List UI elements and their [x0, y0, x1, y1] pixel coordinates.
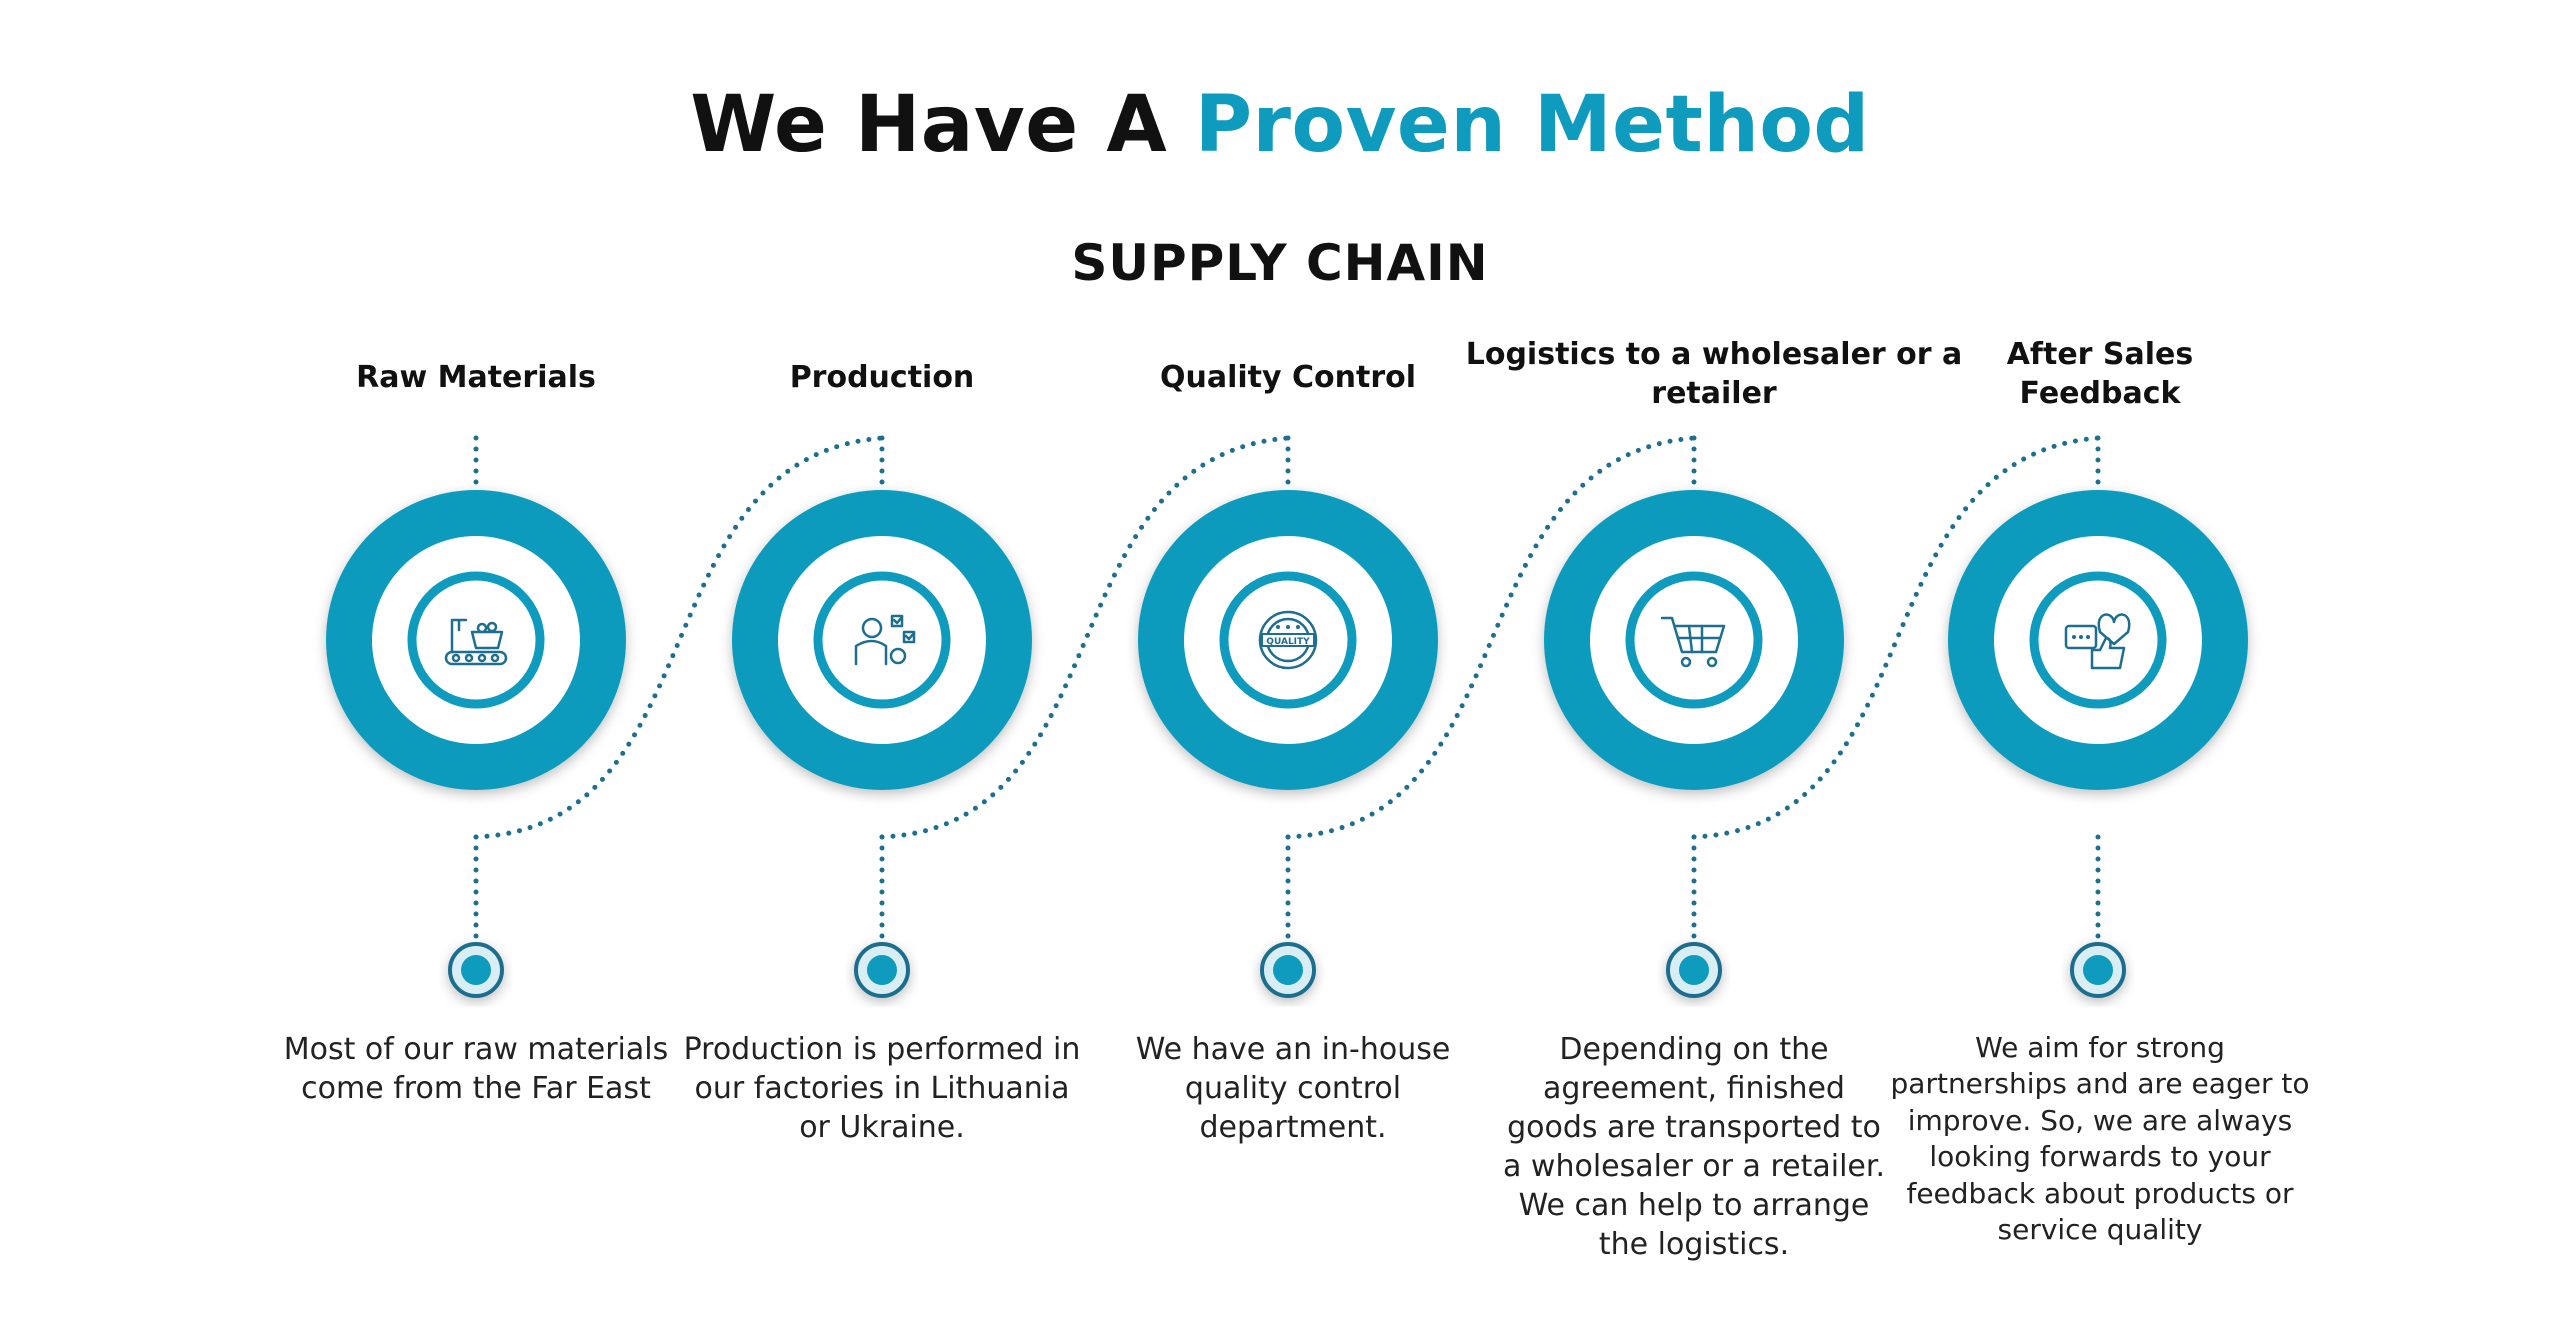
step-node-quality-control	[1260, 942, 1316, 998]
page-title-main: We Have A	[690, 80, 1195, 170]
connector-curve-2	[879, 435, 1291, 840]
step-node-production	[854, 942, 910, 998]
step-description-production: Production is performed in our factories…	[683, 1032, 1081, 1145]
step-node-logistics	[1666, 942, 1722, 998]
step-circle-after-sales	[1948, 490, 2248, 790]
svg-text:QUALITY: QUALITY	[1266, 637, 1310, 647]
step-title-quality-control: Quality Control	[1159, 360, 1417, 395]
step-circle-logistics	[1544, 490, 1844, 790]
step-title-after-sales: After Sales Feedback	[2006, 337, 2194, 411]
shopping-cart-icon	[1660, 616, 1726, 668]
connector-curve-1	[473, 435, 885, 840]
factory-worker-checklist-icon	[854, 614, 916, 666]
quality-badge-icon: QUALITY	[1258, 610, 1318, 670]
step-node-after-sales	[2070, 942, 2126, 998]
page-title-accent: Proven Method	[1194, 80, 1870, 170]
connector-curve-3	[1285, 435, 1697, 840]
step-circle-quality-control: QUALITY	[1138, 490, 1438, 790]
page-title: We Have A Proven Method	[0, 86, 2560, 164]
conveyor-belt-raw-materials-icon	[444, 618, 508, 666]
step-icon-ring-raw-materials	[407, 571, 545, 709]
step-description-raw-materials: Most of our raw materials come from the …	[283, 1032, 669, 1106]
feedback-chat-thumbs-up-icon	[2064, 613, 2131, 670]
step-title-raw-materials: Raw Materials	[356, 360, 596, 395]
step-circles: QUALITY	[326, 490, 2248, 998]
step-description-quality-control: We have an in-house quality control depa…	[1135, 1032, 1451, 1145]
step-circle-raw-materials	[326, 490, 626, 790]
step-node-raw-materials	[448, 942, 504, 998]
dotted-connectors	[473, 435, 2101, 943]
step-circle-production	[732, 490, 1032, 790]
step-title-production: Production	[789, 360, 975, 395]
step-description-after-sales: We aim for strong partnerships and are e…	[1890, 1031, 2310, 1246]
step-title-logistics: Logistics to a wholesaler or a retailer	[1465, 337, 1963, 411]
step-icon-ring-production	[813, 571, 951, 709]
step-icon-ring-logistics	[1625, 571, 1763, 709]
section-title: SUPPLY CHAIN	[1071, 234, 1489, 292]
step-description-logistics: Depending on the agreement, finished goo…	[1503, 1032, 1885, 1262]
step-icon-ring-after-sales	[2029, 571, 2167, 709]
